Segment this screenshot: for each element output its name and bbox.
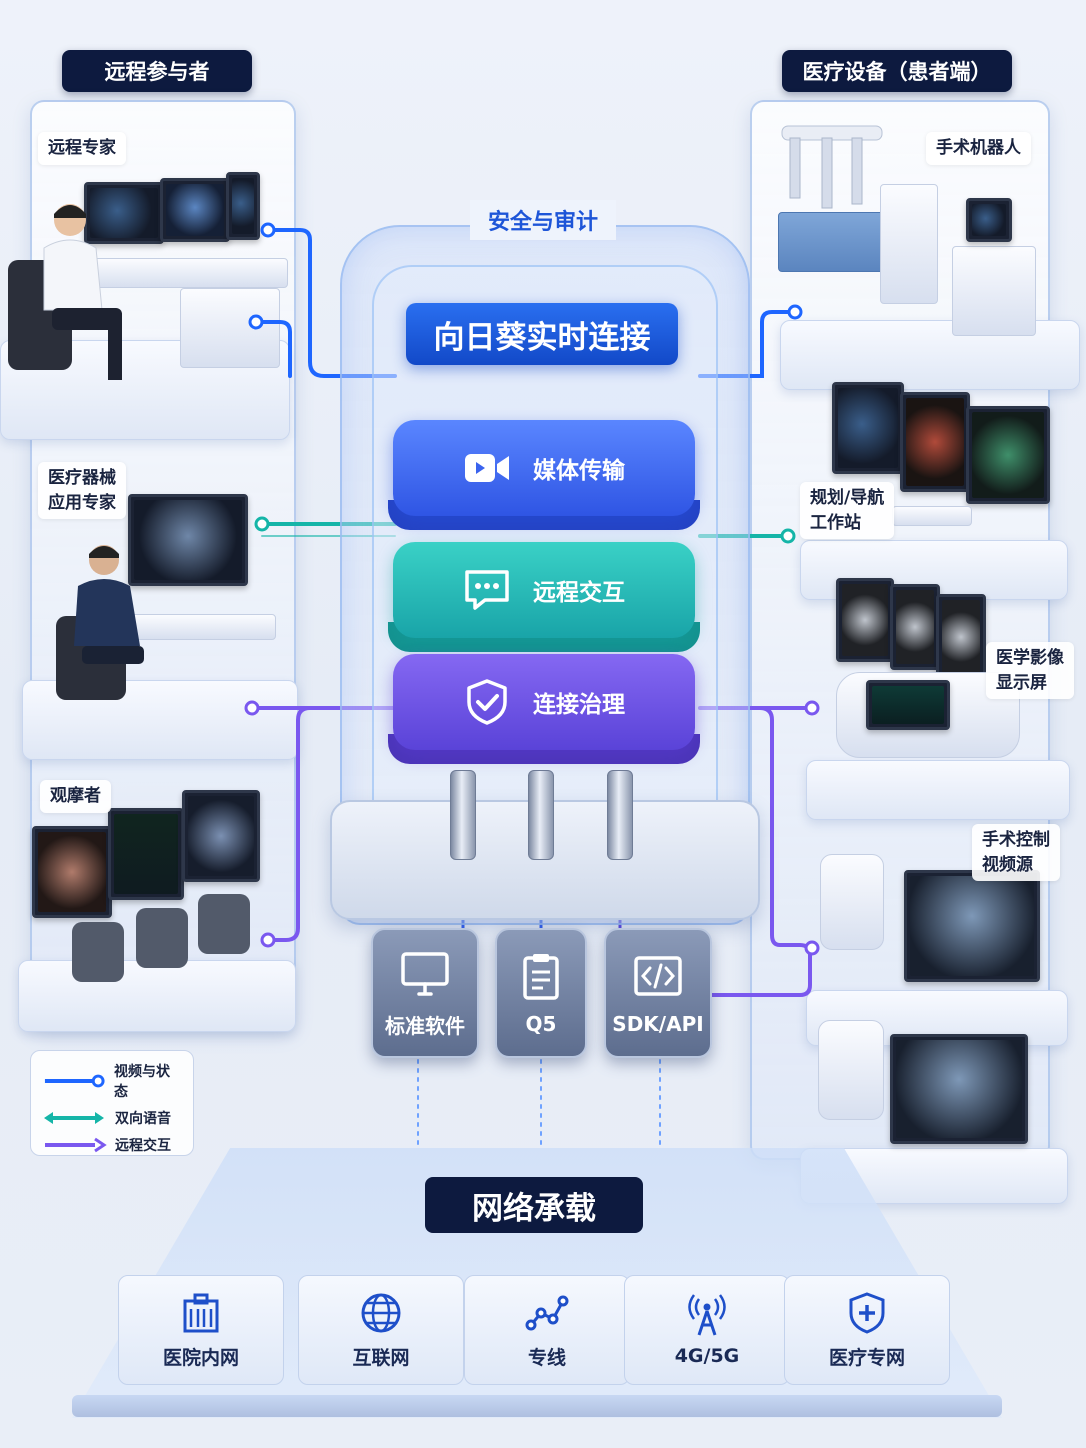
network-4g-5g: 4G/5G [624, 1275, 790, 1385]
network-medical-private: 医疗专网 [784, 1275, 950, 1385]
label-video-source: 手术控制 视频源 [972, 824, 1060, 882]
center-title: 向日葵实时连接 [406, 303, 678, 365]
module-sdk-api[interactable]: SDK/API [604, 928, 712, 1058]
label-device-expert: 医疗器械 应用专家 [38, 462, 126, 520]
observer-chair-2 [136, 908, 188, 968]
video-camera-1 [820, 854, 884, 950]
network-internet-label: 互联网 [352, 1346, 410, 1369]
label-imaging-display: 医学影像 显示屏 [986, 642, 1074, 700]
expert-monitor-right [226, 172, 260, 240]
expert-person-figure [43, 204, 122, 380]
left-section-title: 远程参与者 [62, 50, 252, 92]
robot-cart [952, 246, 1036, 336]
nodes-icon [525, 1295, 569, 1330]
video-source-monitor-2 [890, 1034, 1028, 1144]
legend: 视频与状态 双向语音 远程交互 [30, 1050, 194, 1156]
monitor-icon [401, 951, 449, 996]
observer-chair-1 [72, 922, 124, 982]
legend-item-voice: 双向语音 [41, 1108, 183, 1128]
clipboard-icon [523, 954, 559, 1000]
connector-2 [528, 770, 554, 860]
expert-monitor-mid [160, 178, 230, 242]
legend-label-video: 视频与状态 [114, 1064, 171, 1100]
label-planning-workstation: 规划/导航 工作站 [800, 482, 895, 540]
shelf-surgical-robot [780, 320, 1080, 390]
module-q5[interactable]: Q5 [495, 928, 587, 1058]
layer-remote-interaction: 远程交互 [393, 542, 695, 638]
connector-3 [607, 770, 633, 860]
network-medical-private-label: 医疗专网 [828, 1346, 905, 1369]
legend-label-interaction: 远程交互 [115, 1138, 171, 1154]
robot-cart-monitor [966, 198, 1012, 242]
label-remote-expert: 远程专家 [38, 132, 126, 165]
module-q5-label: Q5 [525, 1012, 557, 1036]
network-4g-5g-label: 4G/5G [674, 1345, 740, 1367]
network-hospital-intranet-label: 医院内网 [162, 1346, 239, 1369]
module-standard-software[interactable]: 标准软件 [371, 928, 479, 1058]
label-surgical-robot: 手术机器人 [926, 132, 1031, 165]
security-audit-label: 安全与审计 [470, 200, 616, 240]
expert-monitor-left [84, 182, 164, 244]
video-camera-icon [465, 454, 509, 482]
imaging-monitor-right [936, 594, 986, 680]
shield-plus-icon [849, 1291, 885, 1334]
video-source-monitor-1 [904, 870, 1040, 982]
observer-chair-3 [198, 894, 250, 954]
legend-label-voice: 双向语音 [115, 1111, 171, 1127]
shelf-imaging-display [806, 760, 1070, 820]
expert-desk-leg [180, 288, 280, 368]
shield-check-icon [467, 679, 507, 725]
globe-icon [361, 1293, 401, 1332]
layer-governance-label: 连接治理 [533, 692, 625, 718]
imaging-control-screen [866, 680, 950, 730]
network-dedicated-line: 专线 [464, 1275, 630, 1385]
label-observers: 观摩者 [40, 780, 111, 813]
robot-console [880, 184, 938, 304]
network-internet: 互联网 [298, 1275, 464, 1385]
observer-monitor-1 [32, 826, 112, 918]
line-circle-icon [44, 1074, 105, 1088]
connector-1 [450, 770, 476, 860]
network-dedicated-line-label: 专线 [527, 1346, 566, 1369]
observer-monitor-3 [182, 790, 260, 882]
antenna-icon [688, 1294, 726, 1336]
app-expert-monitor [128, 494, 248, 586]
hospital-icon [183, 1293, 219, 1332]
legend-item-interaction: 远程交互 [41, 1135, 183, 1155]
legend-item-video: 视频与状态 [41, 1061, 183, 1101]
layer-media-label: 媒体传输 [533, 458, 625, 484]
layer-connection-governance: 连接治理 [393, 654, 695, 750]
planning-monitor-left [832, 382, 904, 474]
layer-interaction-label: 远程交互 [533, 580, 625, 606]
imaging-monitor-mid [890, 584, 940, 670]
code-icon [634, 956, 682, 996]
robot-arm-figure [781, 125, 883, 209]
network-plate-edge [72, 1395, 1002, 1417]
network-hospital-intranet: 医院内网 [118, 1275, 284, 1385]
imaging-monitor-left [836, 578, 894, 662]
video-camera-2 [818, 1020, 884, 1120]
planning-monitor-right [966, 406, 1050, 504]
layer-media-transport: 媒体传输 [393, 420, 695, 516]
right-section-title: 医疗设备（患者端） [782, 50, 1012, 92]
module-standard-software-label: 标准软件 [385, 1013, 465, 1038]
arrow-right-icon [45, 1137, 107, 1153]
double-arrow-icon [44, 1112, 104, 1124]
chat-bubble-icon [465, 570, 509, 610]
module-sdk-api-label: SDK/API [612, 1012, 704, 1036]
app-expert-person-figure [74, 545, 144, 664]
network-title: 网络承载 [425, 1177, 643, 1233]
